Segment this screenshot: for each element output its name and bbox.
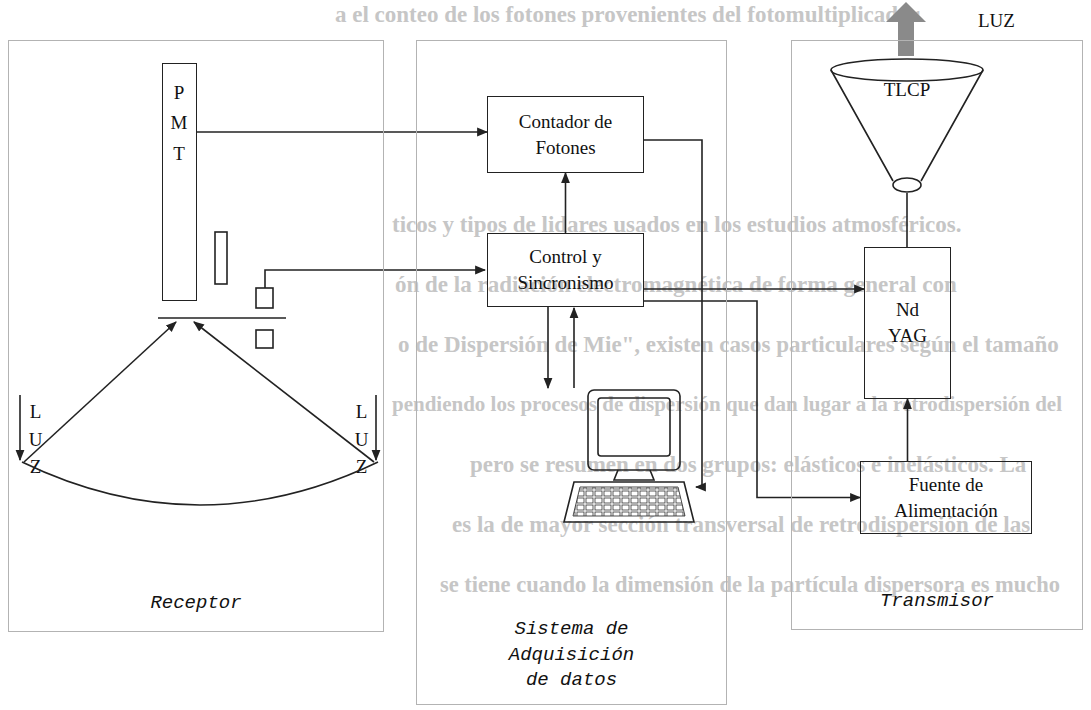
signal-connector: [907, 399, 909, 461]
command-arrow: [547, 307, 549, 388]
sync-wire: [265, 270, 485, 288]
reflected-ray: [194, 322, 374, 462]
filter: [215, 232, 227, 284]
emitted-light-arrow: [886, 2, 926, 56]
light-arrow: [375, 395, 377, 460]
panel-title: Transmisor: [837, 589, 1037, 615]
box-label: P M T: [170, 78, 189, 169]
signal-connector: [644, 301, 860, 498]
process-box: Control y Sincronismo: [487, 233, 644, 307]
light-arrow: [19, 395, 21, 460]
process-box: Contador de Fotones: [487, 96, 644, 173]
laser-box: Nd YAG: [864, 247, 951, 399]
keys: [573, 487, 685, 516]
power-supply-box: Fuente de Alimentación: [860, 461, 1032, 534]
detector: [256, 288, 273, 308]
funnel-neck: [893, 178, 921, 192]
reflected-ray: [24, 322, 176, 462]
signal-connector: [906, 193, 908, 247]
signal-connector: [644, 288, 864, 290]
signal-connector: [565, 173, 567, 233]
box-label: Nd YAG: [888, 297, 927, 348]
light-label: L U Z: [352, 398, 371, 481]
show-through-text: ticos y tipos de lidares usados en los e…: [392, 212, 962, 238]
box-label: TLCP: [884, 77, 930, 103]
detector: [256, 330, 273, 348]
funnel-rim: [831, 59, 983, 81]
receptor-panel: P M T Receptor: [8, 40, 384, 632]
show-through-text: o de Dispersión de Mie", existen casos p…: [398, 332, 1059, 358]
telescope-funnel: TLCP: [829, 57, 985, 197]
data-arrow: [573, 308, 575, 388]
panel-title: Sistema de Adquisición de datos: [502, 617, 642, 694]
light-label: LUZ: [978, 10, 1015, 32]
funnel-side: [831, 70, 983, 181]
show-through-text: ón de la radiación electromagnética de f…: [395, 272, 957, 298]
primary-mirror: [22, 462, 378, 505]
screen: [598, 398, 670, 456]
count-wire: [643, 140, 702, 487]
show-through-text: a el conteo de los fotones provenientes …: [335, 2, 923, 28]
panel-title: Receptor: [96, 591, 296, 617]
acquisition-panel: Contador de FotonesControl y Sincronismo…: [416, 40, 727, 705]
box-label: Fuente de Alimentación: [867, 472, 1025, 523]
transmitter-panel: TLCP Nd YAG Fuente de AlimentaciónTransmis…: [791, 40, 1083, 630]
monitor: [588, 390, 680, 470]
monitor-stand: [614, 470, 654, 480]
funnel-outline: [829, 57, 985, 197]
box-label: Contador de Fotones: [494, 109, 637, 160]
photomultiplier-box: P M T: [162, 63, 197, 301]
box-label: Control y Sincronismo: [494, 244, 637, 295]
focal-plane: [158, 317, 286, 319]
keyboard: [564, 482, 694, 522]
signal-connector: [197, 131, 488, 133]
